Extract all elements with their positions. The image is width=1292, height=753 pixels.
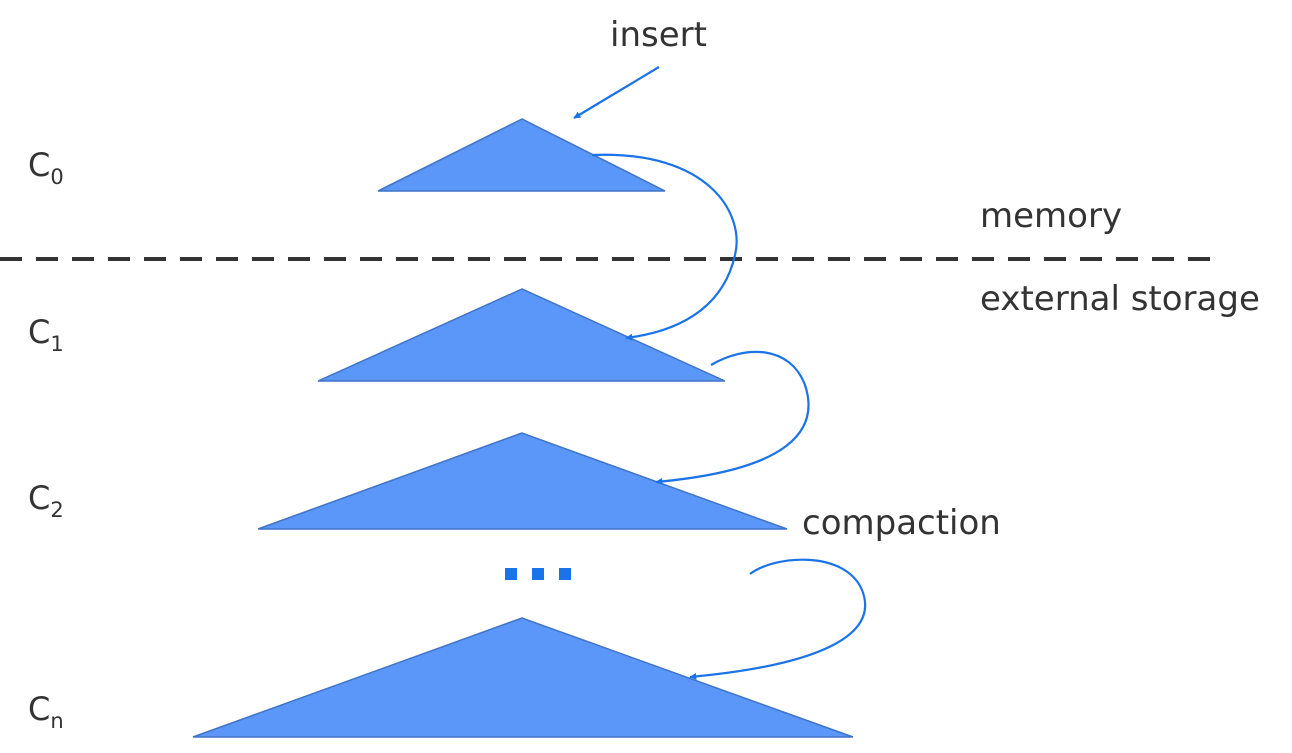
level-c2-triangle: [257, 432, 788, 530]
external-storage-label: external storage: [980, 279, 1260, 319]
level-label-c1: C1: [28, 313, 64, 356]
compaction-arrow-c1-to-c2: [655, 350, 810, 485]
compaction-arrow-c0-to-c1: [591, 153, 738, 341]
level-label-cn: Cn: [28, 690, 64, 733]
level-label-c0: C0: [28, 146, 64, 189]
insert-label: insert: [610, 15, 707, 55]
compaction-arrow-c2-to-cn: [689, 558, 867, 680]
memory-label: memory: [980, 196, 1122, 236]
compaction-label: compaction: [802, 503, 1001, 543]
level-c1-triangle: [317, 288, 726, 382]
level-cn-triangle: [192, 617, 854, 738]
ellipsis-dots: [505, 568, 571, 580]
insert-arrow: [573, 66, 660, 119]
level-label-c2: C2: [28, 479, 64, 522]
